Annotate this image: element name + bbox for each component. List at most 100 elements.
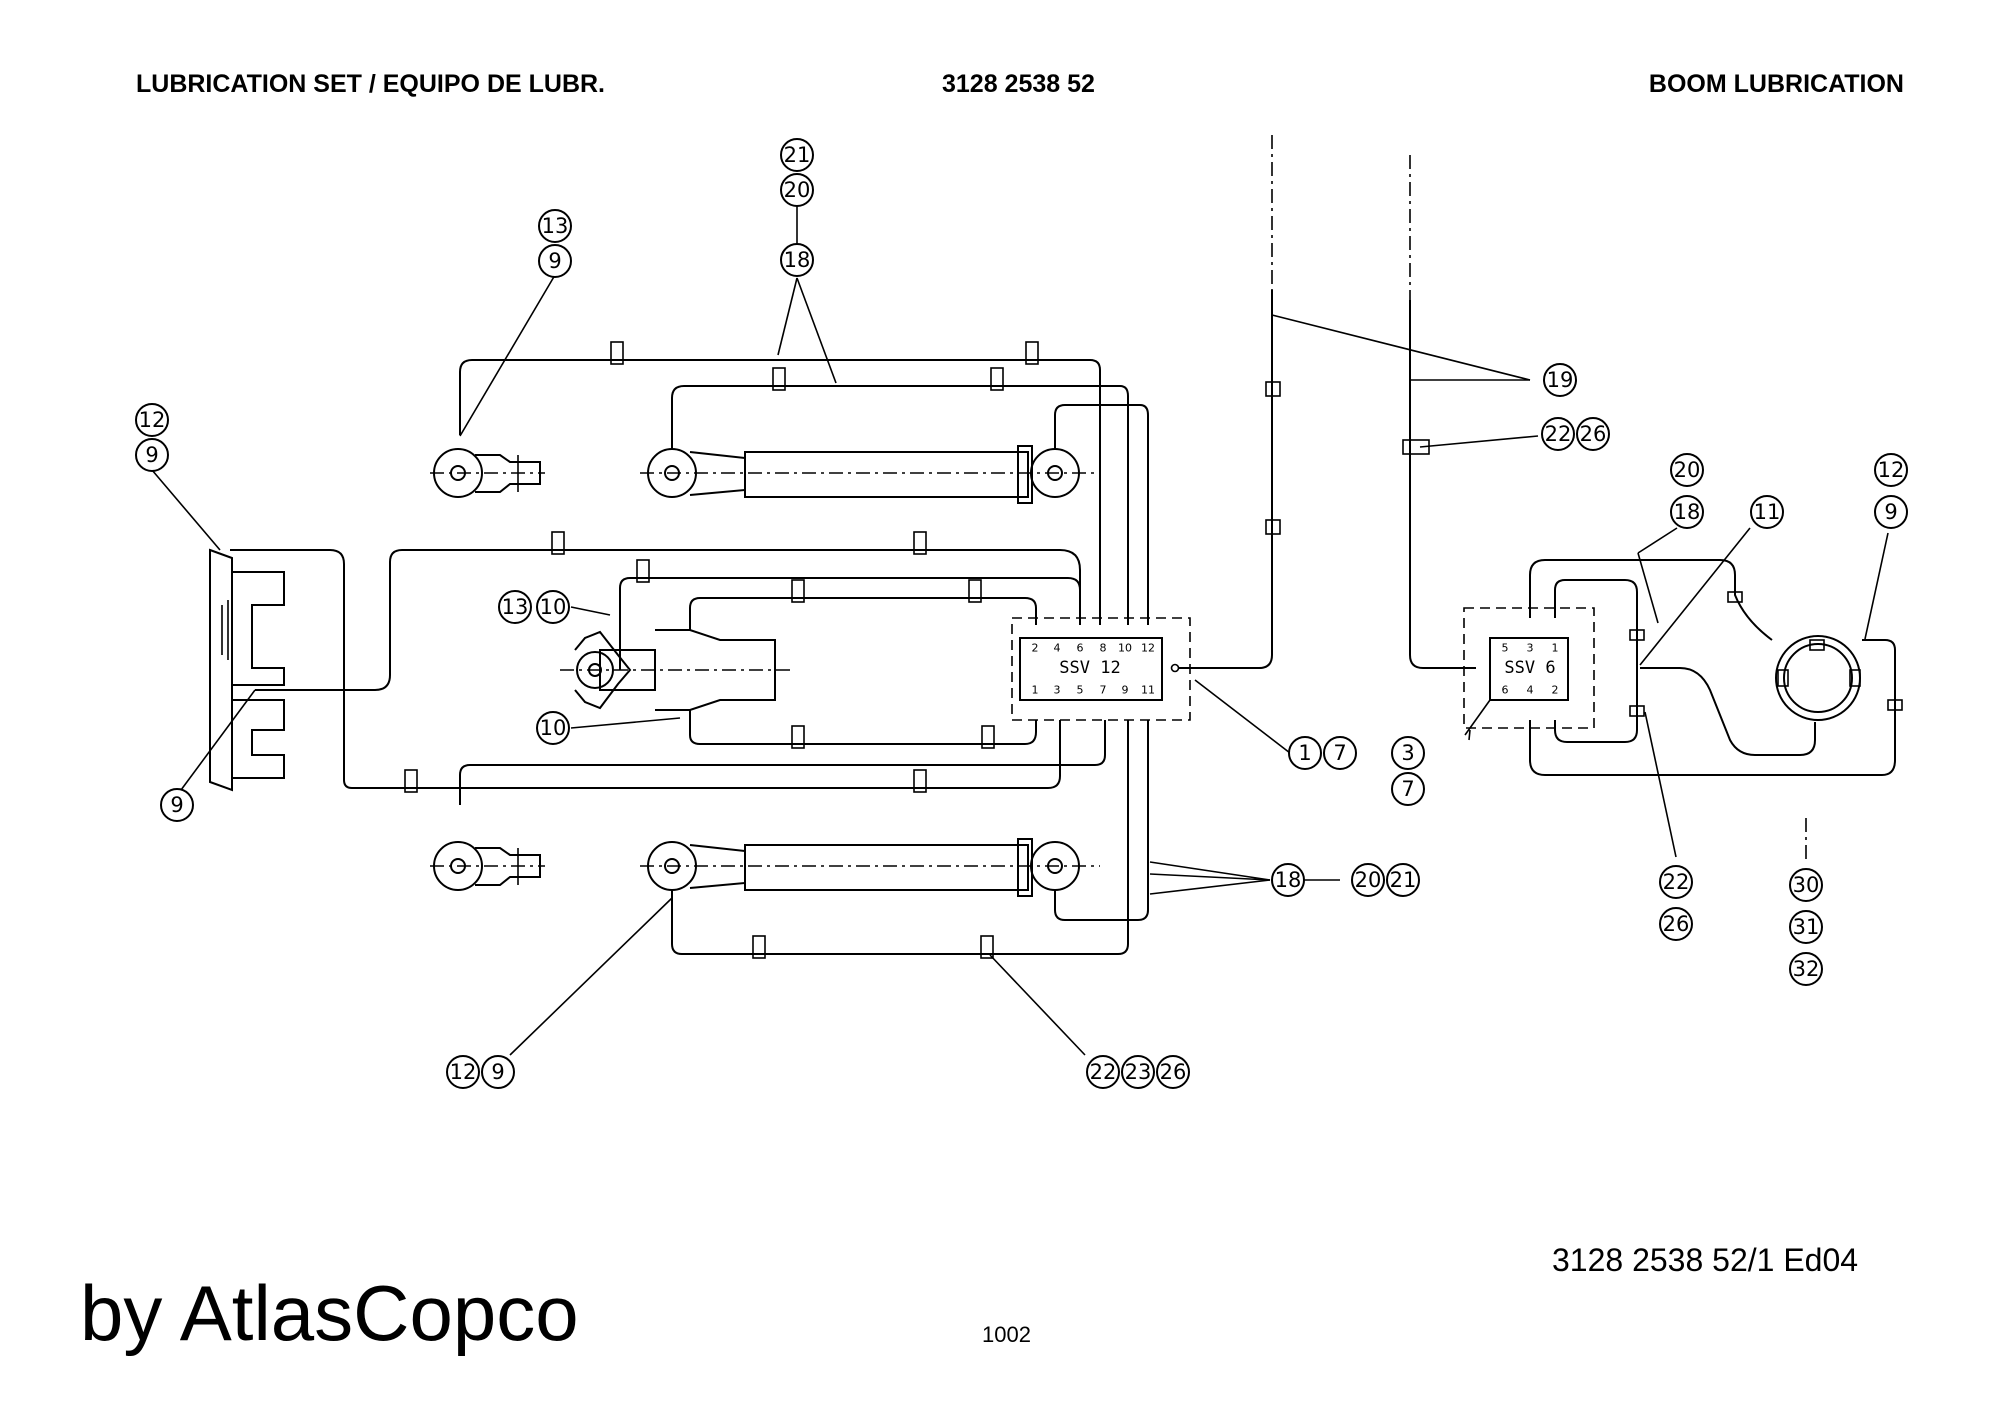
- balloon-label: 30: [1793, 873, 1820, 897]
- hose-lines: [230, 359, 1149, 955]
- balloon-label: 9: [145, 443, 158, 467]
- balloon-label: 13: [542, 214, 569, 238]
- upper-clevis: [430, 448, 545, 498]
- balloon: 21: [780, 138, 814, 172]
- lower-boom-cylinder: [640, 838, 1100, 897]
- boom-base-bracket: [209, 548, 285, 792]
- balloon-label: 26: [1160, 1060, 1187, 1084]
- balloon-label: 11: [1754, 500, 1781, 524]
- balloon-label: 9: [548, 249, 561, 273]
- balloon-label: 23: [1125, 1060, 1152, 1084]
- header-title-left: LUBRICATION SET / EQUIPO DE LUBR.: [136, 70, 605, 98]
- balloon-label: 9: [491, 1060, 504, 1084]
- ssv12-pin: 6: [1077, 642, 1084, 655]
- balloon-label: 20: [784, 178, 811, 202]
- balloon-label: 18: [1674, 500, 1701, 524]
- ssv6-pin: 1: [1552, 642, 1559, 655]
- balloon: 32: [1789, 952, 1823, 986]
- ssv12-pin: 3: [1054, 684, 1061, 697]
- balloon: 22: [1541, 417, 1575, 451]
- balloon-label: 1: [1298, 741, 1311, 765]
- balloon: 3: [1391, 736, 1425, 770]
- leader-lines: [151, 178, 1889, 1056]
- balloon-label: 22: [1090, 1060, 1117, 1084]
- balloon-label: 12: [450, 1060, 477, 1084]
- balloon: 12: [446, 1055, 480, 1089]
- balloon-label: 9: [1884, 500, 1897, 524]
- balloon-label: 26: [1663, 912, 1690, 936]
- balloon-label: 20: [1355, 868, 1382, 892]
- ssv12-pin: 9: [1122, 684, 1129, 697]
- balloon-label: 22: [1663, 870, 1690, 894]
- balloon-label: 20: [1674, 458, 1701, 482]
- ssv12-pin: 1: [1032, 684, 1039, 697]
- ssv12-pin: 8: [1100, 642, 1107, 655]
- balloon: 9: [1874, 495, 1908, 529]
- balloon: 23: [1121, 1055, 1155, 1089]
- balloon-label: 26: [1580, 422, 1607, 446]
- ssv12-pin: 2: [1032, 642, 1039, 655]
- ssv12-pin: 10: [1118, 642, 1132, 655]
- balloon-label: 18: [1275, 868, 1302, 892]
- upper-boom-cylinder: [640, 445, 1100, 504]
- balloon: 20: [1670, 453, 1704, 487]
- balloon: 1: [1288, 736, 1322, 770]
- balloon: 26: [1659, 907, 1693, 941]
- balloon-label: 7: [1333, 741, 1346, 765]
- balloon: 21: [1386, 863, 1420, 897]
- ssv6-pin: 2: [1552, 684, 1559, 697]
- ssv6-pin: 4: [1527, 684, 1534, 697]
- header-title-right: BOOM LUBRICATION: [1648, 70, 1904, 98]
- balloon: 26: [1156, 1055, 1190, 1089]
- balloon: 9: [538, 244, 572, 278]
- balloon-label: 13: [502, 595, 529, 619]
- balloon: 26: [1576, 417, 1610, 451]
- balloon: 11: [1750, 495, 1784, 529]
- brand-signature: by AtlasCopco: [80, 1269, 579, 1357]
- ssv12-pin: 4: [1054, 642, 1061, 655]
- hose-clips: [404, 341, 1039, 959]
- balloon: 20: [1351, 863, 1385, 897]
- balloon-label: 31: [1793, 915, 1820, 939]
- balloon: 13: [498, 590, 532, 624]
- balloon-label: 21: [784, 143, 811, 167]
- balloon-label: 10: [540, 716, 567, 740]
- balloon: 22: [1659, 865, 1693, 899]
- ssv12-label: SSV 12: [1059, 658, 1120, 678]
- supply-lines: [1178, 135, 1476, 669]
- center-joint: [560, 629, 790, 711]
- rotation-unit: [1775, 635, 1861, 721]
- ssv12-pin: 12: [1141, 642, 1155, 655]
- balloon: 18: [1271, 863, 1305, 897]
- balloon: 9: [135, 438, 169, 472]
- ssv6-pin: 6: [1502, 684, 1509, 697]
- balloon: 7: [1323, 736, 1357, 770]
- balloon-label: 19: [1547, 368, 1574, 392]
- balloon-label: 21: [1390, 868, 1417, 892]
- balloon-label: 10: [540, 595, 567, 619]
- ssv12-pin: 5: [1077, 684, 1084, 697]
- balloon: 30: [1789, 868, 1823, 902]
- balloon: 9: [481, 1055, 515, 1089]
- ssv12-pin: 7: [1100, 684, 1107, 697]
- balloon: 13: [538, 209, 572, 243]
- balloon: 12: [1874, 453, 1908, 487]
- balloon-label: 32: [1793, 957, 1820, 981]
- balloon-label: 9: [170, 793, 183, 817]
- balloon-label: 12: [1878, 458, 1905, 482]
- balloon: 20: [780, 173, 814, 207]
- ssv6-label: SSV 6: [1504, 658, 1555, 678]
- ssv12-pin: 11: [1141, 684, 1155, 697]
- balloon-label: 22: [1545, 422, 1572, 446]
- balloon-label: 7: [1401, 777, 1414, 801]
- balloon-label: 3: [1401, 741, 1414, 765]
- balloon: 19: [1543, 363, 1577, 397]
- ssv12-distributor: SSV 12 2 4 6 8 10 12 1 3 5 7 9 11: [1011, 617, 1191, 721]
- balloon: 18: [1670, 495, 1704, 529]
- balloon: 9: [160, 788, 194, 822]
- balloon: 18: [780, 243, 814, 277]
- lower-clevis: [430, 841, 545, 891]
- balloon: 31: [1789, 910, 1823, 944]
- balloon: 7: [1391, 772, 1425, 806]
